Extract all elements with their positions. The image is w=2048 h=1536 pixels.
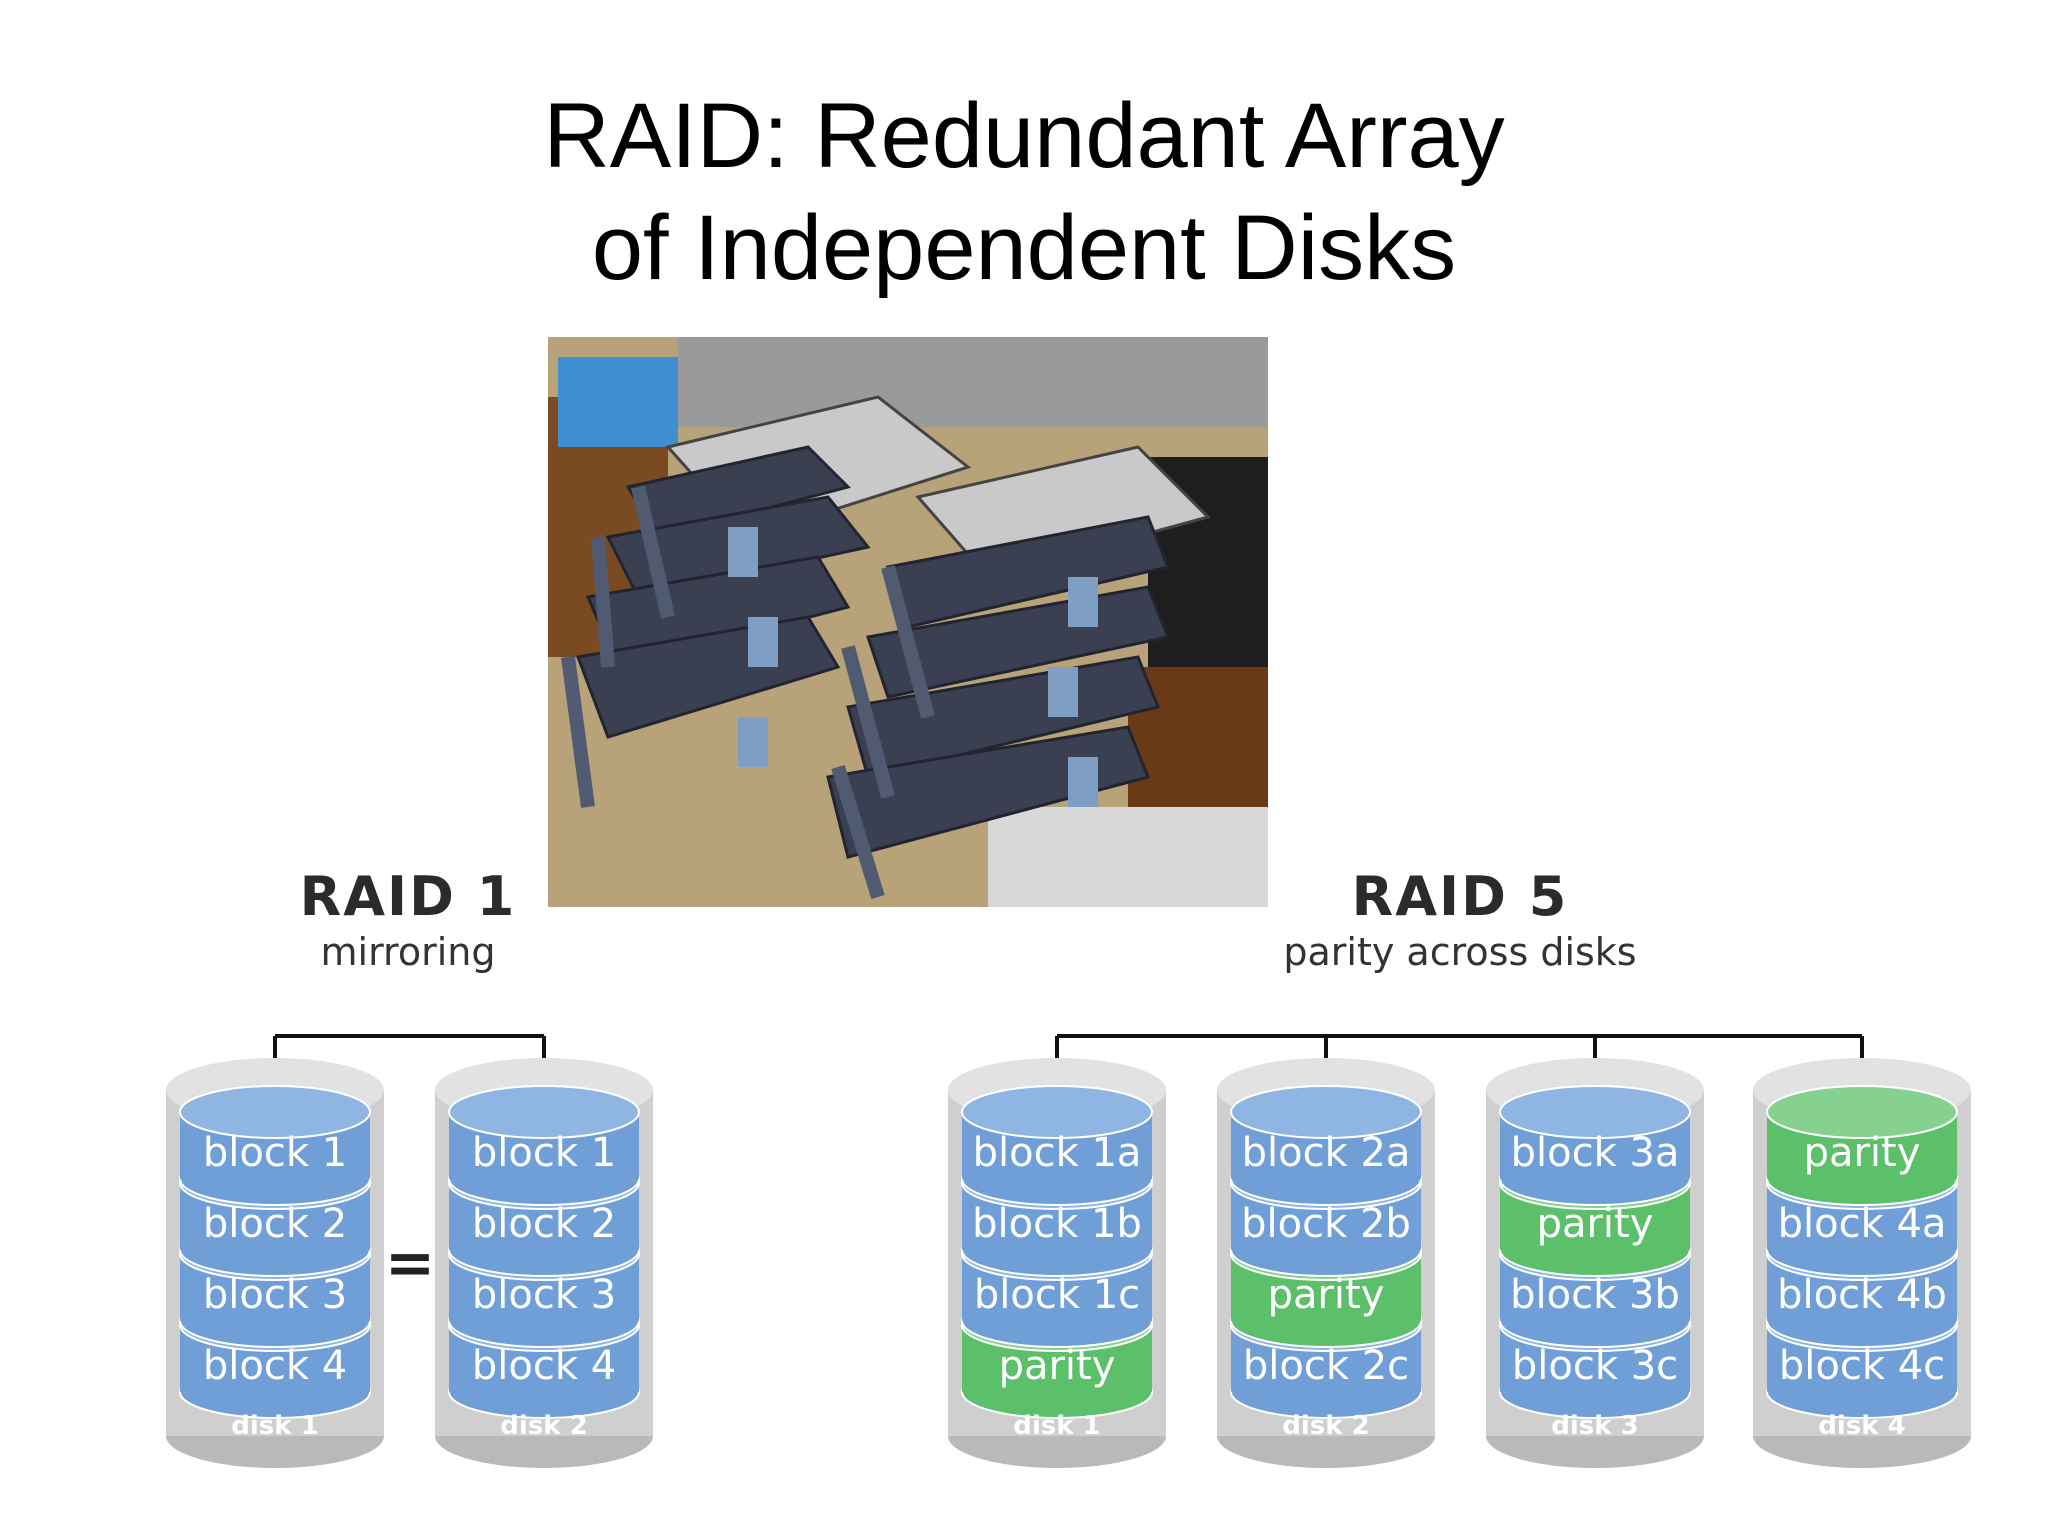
block-label: block 4 <box>472 1343 616 1389</box>
block-label: block 2 <box>203 1201 347 1247</box>
disk-label: disk 3 <box>1551 1411 1638 1441</box>
parity-block: parity <box>1766 1085 1958 1206</box>
disk-label: disk 2 <box>1282 1411 1369 1441</box>
block-label: block 2c <box>1243 1343 1409 1389</box>
raid1-name: RAID 1 <box>299 865 517 928</box>
server-drive-bays-photo <box>548 337 1268 907</box>
block-label: parity <box>1537 1201 1654 1247</box>
title-line-1: RAID: Redundant Array <box>543 85 1505 187</box>
block-label: block 1 <box>203 1130 347 1176</box>
block-label: block 4 <box>203 1343 347 1389</box>
raid1-subtitle: mirroring <box>320 930 496 974</box>
raid1-disk-2: block 4 block 3 block 2 block 1 disk 2 <box>435 1058 653 1468</box>
block-label: block 3 <box>203 1272 347 1318</box>
disk-label: disk 4 <box>1818 1411 1905 1441</box>
block-label: block 2a <box>1242 1130 1411 1176</box>
raid5-disk-2: block 2c parity block 2b block 2a disk 2 <box>1217 1058 1435 1468</box>
block-label: parity <box>999 1343 1116 1389</box>
equals-sign: = <box>385 1228 435 1298</box>
title-line-2: of Independent Disks <box>591 197 1457 299</box>
block-label: block 1 <box>472 1130 616 1176</box>
block-label: block 2b <box>1241 1201 1411 1247</box>
block-label: block 1c <box>974 1272 1140 1318</box>
raid5-name: RAID 5 <box>1351 865 1569 928</box>
block-label: parity <box>1804 1130 1921 1176</box>
slide-title: RAID: Redundant Array of Independent Dis… <box>0 80 2048 304</box>
raid1-heading: RAID 1 mirroring <box>268 865 548 975</box>
disk-label: disk 1 <box>1013 1411 1100 1441</box>
block-label: block 2 <box>472 1201 616 1247</box>
block-label: block 1b <box>972 1201 1142 1247</box>
disk-label: disk 1 <box>231 1411 318 1441</box>
block-label: block 3a <box>1511 1130 1680 1176</box>
raid5-heading: RAID 5 parity across disks <box>1240 865 1680 975</box>
raid5-disk-1: parity block 1c block 1b block 1a disk 1 <box>948 1058 1166 1468</box>
raid5-subtitle: parity across disks <box>1283 930 1637 974</box>
block-label: parity <box>1268 1272 1385 1318</box>
data-block: block 1a <box>961 1085 1153 1206</box>
block-label: block 4a <box>1778 1201 1947 1247</box>
block-label: block 3 <box>472 1272 616 1318</box>
block-label: block 4b <box>1777 1272 1947 1318</box>
block-label: block 1a <box>973 1130 1142 1176</box>
raid5-disk-group: parity block 1c block 1b block 1a disk 1 bloc… <box>948 1058 1971 1468</box>
raid5-disk-3: block 3c block 3b parity block 3a disk 3 <box>1486 1058 1704 1468</box>
block-label: block 3b <box>1510 1272 1680 1318</box>
disk-label: disk 2 <box>500 1411 587 1441</box>
data-block: block 1 <box>448 1085 640 1206</box>
block-label: block 3c <box>1512 1343 1678 1389</box>
raid5-disk-4: block 4c block 4b block 4a parity disk 4 <box>1753 1058 1971 1468</box>
raid1-disk-1: block 4 block 3 block 2 block 1 disk 1 <box>166 1058 384 1468</box>
block-label: block 4c <box>1779 1343 1945 1389</box>
data-block: block 2a <box>1230 1085 1422 1206</box>
data-block: block 3a <box>1499 1085 1691 1206</box>
data-block: block 1 <box>179 1085 371 1206</box>
